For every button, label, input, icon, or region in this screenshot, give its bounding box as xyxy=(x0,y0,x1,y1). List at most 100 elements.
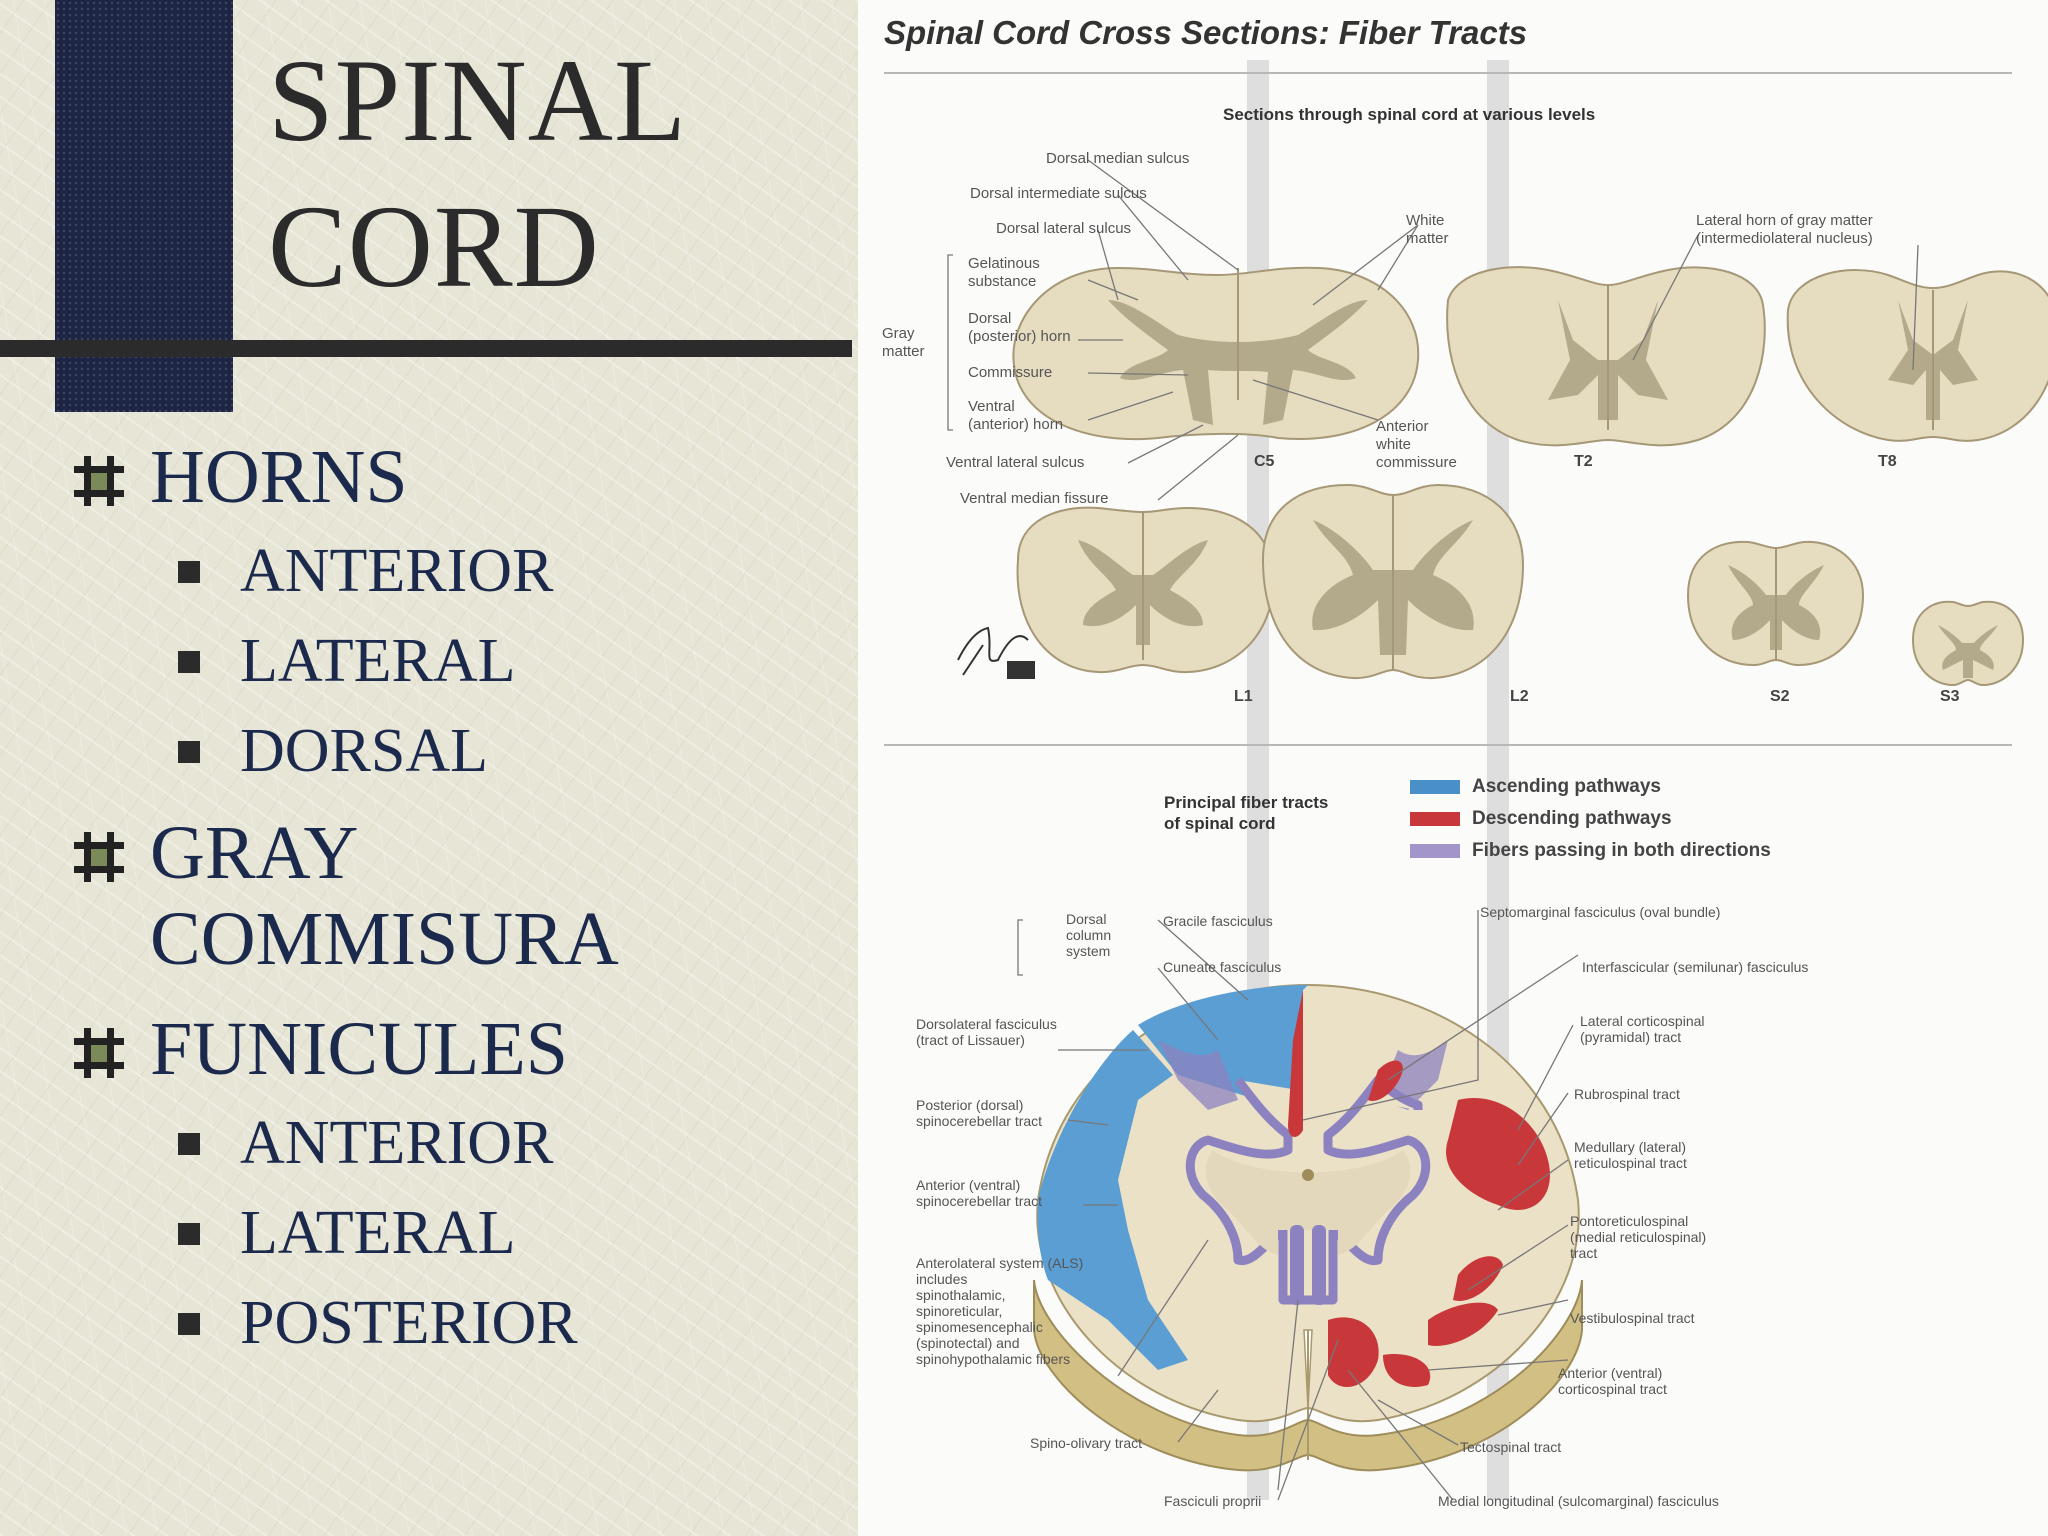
bullet-label: HORNS xyxy=(150,435,408,519)
hash-bullet-icon xyxy=(74,832,124,882)
label-white-matter-2: matter xyxy=(1406,230,1449,247)
leader-lines-bottom xyxy=(1017,910,1579,1501)
label-gelatinous-2: substance xyxy=(968,273,1037,290)
figure-title-rule xyxy=(884,72,2012,74)
label-anterior-white-1: Anterior xyxy=(1376,418,1429,435)
label-ant-corticospinal-2: corticospinal tract xyxy=(1558,1381,1667,1397)
label-vestibulospinal: Vestibulospinal tract xyxy=(1570,1310,1695,1326)
legend-label: Descending pathways xyxy=(1472,808,1672,829)
hash-bullet-icon xyxy=(74,1028,124,1078)
legend-swatch xyxy=(1410,844,1460,858)
artist-signature xyxy=(957,626,1035,679)
bullet-funicules: FUNICULES xyxy=(70,1006,850,1092)
section-t2 xyxy=(1446,266,1766,447)
label-als-2: includes xyxy=(916,1271,968,1287)
label-dorsal-column-2: column xyxy=(1066,927,1112,943)
sub-bullet-label: ANTERIOR xyxy=(240,1109,554,1177)
legend-swatch xyxy=(1410,812,1460,826)
sub-bullet-label: DORSAL xyxy=(240,717,489,785)
label-ventral-horn-1: Ventral xyxy=(968,398,1015,415)
sub-bullet-list: ANTERIOR LATERAL POSTERIOR xyxy=(70,1098,850,1368)
square-bullet-icon xyxy=(178,651,200,673)
label-dorsolateral-2: (tract of Lissauer) xyxy=(916,1032,1025,1048)
legend-ascending: Ascending pathways xyxy=(1410,776,1661,798)
label-als-7: spinohypothalamic fibers xyxy=(916,1351,1071,1367)
square-bullet-icon xyxy=(178,561,200,583)
label-septomarginal: Septomarginal fasciculus (oval bundle) xyxy=(1480,904,1721,920)
level-label-l1: L1 xyxy=(1234,688,1253,705)
label-dorsal-lateral-sulcus: Dorsal lateral sulcus xyxy=(996,220,1132,237)
label-dorsal-column-1: Dorsal xyxy=(1066,911,1107,927)
bullet-list: HORNS ANTERIOR LATERAL DORSAL GRAY COMMI… xyxy=(70,434,850,1382)
label-spino-olivary: Spino-olivary tract xyxy=(1030,1435,1143,1451)
legend-label: Ascending pathways xyxy=(1472,776,1661,797)
label-lat-corticospinal-2: (pyramidal) tract xyxy=(1580,1029,1682,1045)
label-pontoreticulo-2: (medial reticulospinal) xyxy=(1570,1229,1707,1245)
label-ant-corticospinal-1: Anterior (ventral) xyxy=(1558,1365,1663,1381)
label-gelatinous-1: Gelatinous xyxy=(968,255,1040,272)
legend-swatch xyxy=(1410,780,1460,794)
label-als-4: spinoreticular, xyxy=(916,1303,1003,1319)
section-t8 xyxy=(1786,269,2048,442)
sub-bullet-item: ANTERIOR xyxy=(70,526,850,616)
label-gray-matter-1: Gray xyxy=(882,325,915,342)
level-label-c5: C5 xyxy=(1254,453,1275,470)
label-ant-spinocerebellar-2: spinocerebellar tract xyxy=(916,1193,1043,1209)
section-s3 xyxy=(1911,600,2025,687)
label-als-6: (spinotectal) and xyxy=(916,1335,1020,1351)
level-label-t2: T2 xyxy=(1574,453,1593,470)
label-lat-corticospinal-1: Lateral corticospinal xyxy=(1580,1013,1705,1029)
section-l2 xyxy=(1261,483,1525,680)
label-medullary-1: Medullary (lateral) xyxy=(1574,1139,1687,1155)
slide-title-line2: CORD xyxy=(268,181,600,312)
level-label-s2: S2 xyxy=(1770,688,1790,705)
label-medullary-2: reticulospinal tract xyxy=(1574,1155,1687,1171)
bullet-label-line2: COMMISURA xyxy=(150,897,619,981)
section-c5 xyxy=(1012,266,1420,441)
label-rubrospinal: Rubrospinal tract xyxy=(1574,1086,1680,1102)
sub-bullet-item: LATERAL xyxy=(70,1188,850,1278)
square-bullet-icon xyxy=(178,1313,200,1335)
hash-bullet-icon xyxy=(74,456,124,506)
bullet-horns: HORNS xyxy=(70,434,850,520)
label-ventral-lateral-sulcus: Ventral lateral sulcus xyxy=(946,454,1085,471)
label-mlf: Medial longitudinal (sulcomarginal) fasc… xyxy=(1438,1493,1719,1509)
sub-bullet-label: ANTERIOR xyxy=(240,537,554,605)
label-als-5: spinomesencephalic xyxy=(916,1319,1043,1335)
label-gracile-fasciculus: Gracile fasciculus xyxy=(1163,913,1273,929)
leader-lines-top xyxy=(947,159,1919,501)
level-label-t8: T8 xyxy=(1878,453,1897,470)
label-gray-matter-2: matter xyxy=(882,343,925,360)
label-lateral-horn-2: (intermediolateral nucleus) xyxy=(1696,230,1873,247)
anatomy-figure: Spinal Cord Cross Sections: Fiber Tracts… xyxy=(858,0,2048,1536)
label-dorsal-horn-2: (posterior) horn xyxy=(968,328,1071,345)
square-bullet-icon xyxy=(178,1223,200,1245)
figure-drawing xyxy=(884,60,2048,1501)
section-s2 xyxy=(1686,540,1865,667)
label-dorsal-intermediate-sulcus: Dorsal intermediate sulcus xyxy=(970,185,1147,202)
square-bullet-icon xyxy=(178,741,200,763)
figure-title: Spinal Cord Cross Sections: Fiber Tracts xyxy=(884,14,1528,51)
figure-subtitle: Sections through spinal cord at various … xyxy=(1223,105,1596,124)
legend-label: Fibers passing in both directions xyxy=(1472,840,1771,861)
label-post-spinocerebellar-1: Posterior (dorsal) xyxy=(916,1097,1024,1113)
label-dorsolateral-1: Dorsolateral fasciculus xyxy=(916,1016,1057,1032)
sub-bullet-label: POSTERIOR xyxy=(240,1289,578,1357)
sub-bullet-item: ANTERIOR xyxy=(70,1098,850,1188)
label-tectospinal: Tectospinal tract xyxy=(1460,1439,1562,1455)
sub-bullet-item: DORSAL xyxy=(70,706,850,796)
label-ventral-median-fissure: Ventral median fissure xyxy=(960,490,1109,507)
fiber-tract-section xyxy=(1033,983,1583,1472)
sub-bullet-list: ANTERIOR LATERAL DORSAL xyxy=(70,526,850,796)
label-fasciculi-proprii: Fasciculi proprii xyxy=(1164,1493,1262,1509)
label-post-spinocerebellar-2: spinocerebellar tract xyxy=(916,1113,1043,1129)
label-ventral-horn-2: (anterior) horn xyxy=(968,416,1064,433)
tracts-title-2: of spinal cord xyxy=(1164,814,1276,833)
title-rule xyxy=(0,340,852,357)
legend-both-directions: Fibers passing in both directions xyxy=(1410,840,1771,862)
label-anterior-white-2: white xyxy=(1376,436,1412,453)
sub-bullet-label: LATERAL xyxy=(240,627,516,695)
label-white-matter-1: White xyxy=(1406,212,1445,229)
label-lateral-horn-1: Lateral horn of gray matter xyxy=(1696,212,1873,229)
slide-left-panel: SPINAL CORD HORNS ANTERIOR LATERAL DORSA… xyxy=(0,0,858,1536)
